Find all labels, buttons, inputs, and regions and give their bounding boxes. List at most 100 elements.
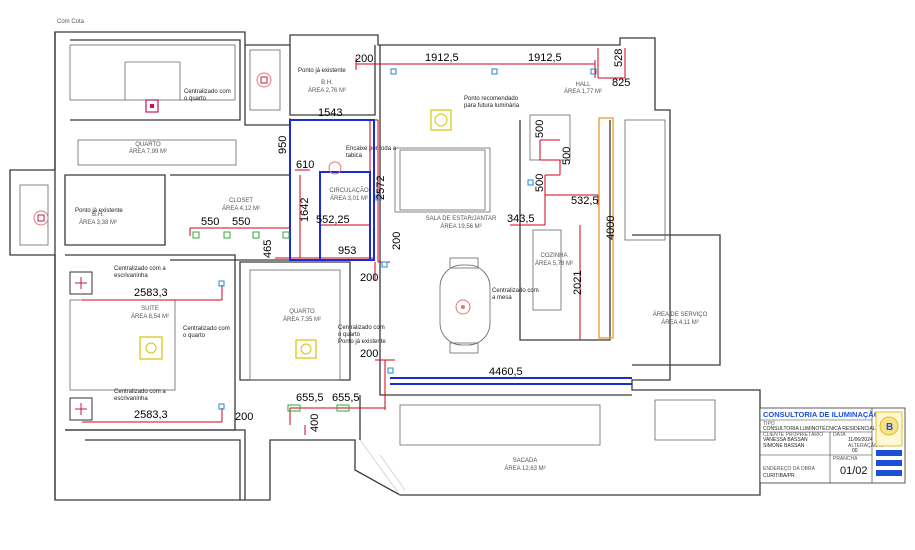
note-quarto2-2: o quarto: [338, 332, 361, 338]
circulation-highlight: [289, 119, 632, 385]
note-escrivaninha1-1: Centralizado com a: [114, 266, 166, 272]
note-escrivaninha2-2: escrivaninha: [114, 396, 148, 402]
dim-200-bottom: 200: [235, 411, 253, 423]
room-quarto1: QUARTO: [135, 142, 161, 148]
light-point-mesa: [455, 299, 471, 315]
balcony: [359, 439, 406, 496]
room-cozinha-area: ÁREA 5,78 M²: [535, 260, 573, 267]
light-point-quarto2: [295, 339, 317, 359]
room-quarto2-area: ÁREA 7,35 M²: [283, 316, 321, 323]
light-point-circulacao: [328, 161, 342, 175]
dim-500-b: 500: [561, 147, 573, 165]
tb-client-1: VANESSA BASSAN: [763, 437, 808, 443]
light-point-sala: [430, 109, 452, 131]
light-point-escrivaninha-1: [69, 271, 93, 295]
dim-550-a: 550: [201, 216, 219, 228]
dim-200-mid2: 200: [360, 272, 378, 284]
tb-client-2: SIMONE BASSAN: [763, 443, 805, 449]
tb-address-label: ENDEREÇO DA OBRA: [763, 466, 816, 472]
walls: [9, 31, 761, 501]
dim-200-lower: 200: [360, 348, 378, 360]
dim-528: 528: [613, 49, 625, 67]
dim-655-b: 655,5: [332, 392, 360, 404]
dim-343: 343,5: [507, 213, 535, 225]
wiring: [82, 48, 626, 435]
tb-sheet-label: PRANCHA: [833, 456, 858, 462]
dim-2583-b: 2583,3: [134, 409, 168, 421]
logo-icon: B: [875, 411, 903, 476]
note-centralizado-quarto-1: Centralizado com: [184, 89, 231, 95]
dim-610: 610: [296, 159, 314, 171]
room-hall-area: ÁREA 1,77 M²: [564, 88, 602, 95]
note-quarto2-1: Centralizado com: [338, 325, 385, 331]
dim-2021: 2021: [572, 271, 584, 295]
dim-950: 950: [277, 136, 289, 154]
dim-1912-a: 1912,5: [425, 52, 459, 64]
tb-address: CURITIBA/PR: [763, 473, 795, 479]
light-point-suite: [139, 336, 163, 360]
tb-date-label: DATA: [833, 432, 846, 438]
tb-project: CONSULTORIA LUMINOTÉCNICA RESIDENCIAL: [763, 425, 876, 432]
dim-200-top: 200: [355, 53, 373, 65]
dim-500-c: 500: [534, 174, 546, 192]
furniture: [19, 44, 716, 446]
room-labels: QUARTO ÁREA 7,99 M² B.H. ÁREA 2,76 M² HA…: [79, 80, 708, 472]
dim-2572: 2572: [375, 176, 387, 200]
note-ponto-existente-bh1: Ponto já existente: [298, 68, 346, 74]
note-ponto-recomendado-1: Ponto recomendado: [464, 96, 519, 102]
room-quarto2: QUARTO: [289, 309, 315, 315]
room-sala-area: ÁREA 19,56 M²: [440, 223, 481, 230]
room-sala: SALA DE ESTAR/JANTAR: [426, 216, 497, 222]
room-circulacao-area: ÁREA 3,01 M²: [330, 195, 368, 202]
note-ponto-recomendado-2: para futura luminária: [464, 103, 520, 109]
room-servico: ÁREA DE SERVIÇO: [653, 311, 708, 318]
room-cozinha: COZINHA: [541, 253, 568, 259]
dim-550-b: 550: [232, 216, 250, 228]
dim-825: 825: [612, 77, 630, 89]
tb-date: 11/06/2024: [848, 437, 873, 443]
dim-2583-a: 2583,3: [134, 287, 168, 299]
note-mesa-1: Centralizado com: [492, 288, 539, 294]
note-encaixe-2: tabica: [346, 153, 363, 159]
switch-markers: [192, 68, 597, 412]
note-suite-2: o quarto: [183, 333, 206, 339]
fixtures: [33, 72, 471, 421]
dim-4000: 4000: [605, 216, 617, 240]
dim-532: 532,5: [571, 195, 599, 207]
room-closet: CLOSET: [229, 198, 253, 204]
dim-1912-b: 1912,5: [528, 52, 562, 64]
room-bh1: B.H.: [321, 80, 333, 86]
dim-953: 953: [338, 245, 356, 257]
svg-text:B: B: [886, 422, 893, 433]
light-point-bh1: [256, 72, 272, 88]
note-ponto-existente-bh2: Ponto já existente: [75, 208, 123, 214]
light-point-quarto: [145, 99, 159, 113]
room-bh1-area: ÁREA 2,76 M²: [308, 87, 346, 94]
room-hall: HALL: [575, 82, 591, 88]
dim-400: 400: [309, 414, 321, 432]
room-quarto1-area: ÁREA 7,99 M²: [129, 148, 167, 155]
dim-552: 552,25: [316, 214, 350, 226]
title-block: CONSULTORIA DE ILUMINAÇÃO TIPO CONSULTOR…: [759, 407, 906, 484]
tb-client-label: CLIENTE PROPRIETÁRIO: [763, 431, 823, 438]
room-circulacao: CIRCULAÇÃO: [329, 187, 369, 194]
dim-200-mid: 200: [391, 232, 403, 250]
room-sacada-area: ÁREA 12,63 M²: [504, 465, 545, 472]
tb-project-label: TIPO: [763, 421, 775, 427]
room-servico-area: ÁREA 4,11 M²: [661, 319, 699, 326]
note-mesa-2: a mesa: [492, 295, 512, 301]
dim-4460: 4460,5: [489, 366, 523, 378]
note-escrivaninha1-2: escrivaninha: [114, 273, 148, 279]
dim-1543: 1543: [318, 107, 342, 119]
note-escrivaninha2-1: Centralizado com a: [114, 389, 166, 395]
tb-rev-label: ALTERAÇÃO N°: [848, 442, 885, 449]
note-centralizado-quarto-2: o quarto: [184, 96, 207, 102]
tb-sheet: 01/02: [840, 465, 868, 477]
room-closet-area: ÁREA 4,12 M²: [222, 205, 260, 212]
room-suite: SUITE: [141, 306, 159, 312]
note-suite-1: Centralizado com: [183, 326, 230, 332]
room-bh2: B.H.: [92, 212, 104, 218]
note-encaixe-1: Encaixe por toda a: [346, 146, 397, 152]
tb-company: CONSULTORIA DE ILUMINAÇÃO: [763, 410, 880, 419]
